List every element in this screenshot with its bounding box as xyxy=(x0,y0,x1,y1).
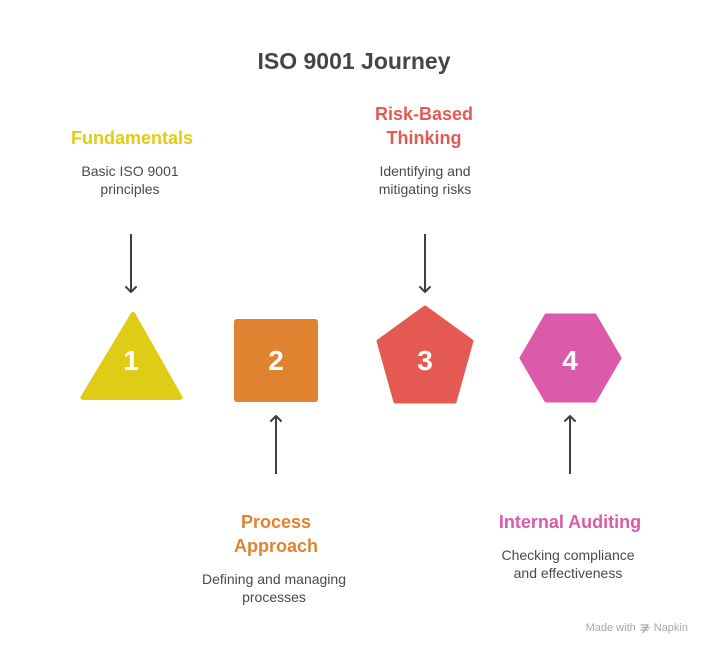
stage-2-desc-line-2: processes xyxy=(242,589,306,605)
napkin-logo-icon xyxy=(640,623,650,633)
stage-2-number: 2 xyxy=(268,345,284,376)
stage-4-hexagon-shape: 4 xyxy=(519,313,622,403)
stage-1-description: Basic ISO 9001 principles xyxy=(30,162,230,198)
stage-1-desc-line-1: Basic ISO 9001 xyxy=(81,163,179,179)
diagram-title: ISO 9001 Journey xyxy=(257,48,451,74)
stage-2-title-line-2: Approach xyxy=(233,536,318,556)
stage-1-number: 1 xyxy=(123,345,139,376)
napkin-brand-label: Napkin xyxy=(653,622,688,634)
stage-1-title-line-1: Fundamentals xyxy=(70,128,194,148)
stage-4-description: Checking compliance and effectiveness xyxy=(458,546,678,582)
stage-2-description: Defining and managing processes xyxy=(164,570,384,606)
made-with-napkin-footer[interactable]: Made with Napkin xyxy=(586,622,688,634)
stage-3-desc-line-1: Identifying and xyxy=(379,163,471,179)
stage-1-triangle-shape: 1 xyxy=(80,311,183,400)
stage-3-description: Identifying and mitigating risks xyxy=(325,162,525,198)
made-with-label: Made with xyxy=(585,622,636,634)
stage-1-title: Fundamentals xyxy=(32,126,232,150)
stage-3-pentagon-shape: 3 xyxy=(376,305,474,404)
stage-3-desc-line-2: mitigating risks xyxy=(378,181,472,197)
stage-3-title: Risk-Based Thinking xyxy=(324,102,524,150)
stage-2-title-line-1: Process xyxy=(240,512,312,532)
stage-4-title: Internal Auditing xyxy=(460,510,680,534)
stage-1-desc-line-2: principles xyxy=(100,181,160,197)
stage-3-title-line-2: Thinking xyxy=(386,128,462,148)
stage-4-desc-line-1: Checking compliance xyxy=(501,547,635,563)
stage-4-title-line-1: Internal Auditing xyxy=(498,512,642,532)
stage-2-square-shape: 2 xyxy=(234,319,318,402)
stage-3-number: 3 xyxy=(417,345,433,376)
stage-4-desc-line-2: and effectiveness xyxy=(513,565,623,581)
stage-3-title-line-1: Risk-Based xyxy=(374,104,474,124)
stage-2-desc-line-1: Defining and managing xyxy=(202,571,346,587)
stage-4-number: 4 xyxy=(562,345,578,376)
stage-2-title: Process Approach xyxy=(176,510,376,558)
